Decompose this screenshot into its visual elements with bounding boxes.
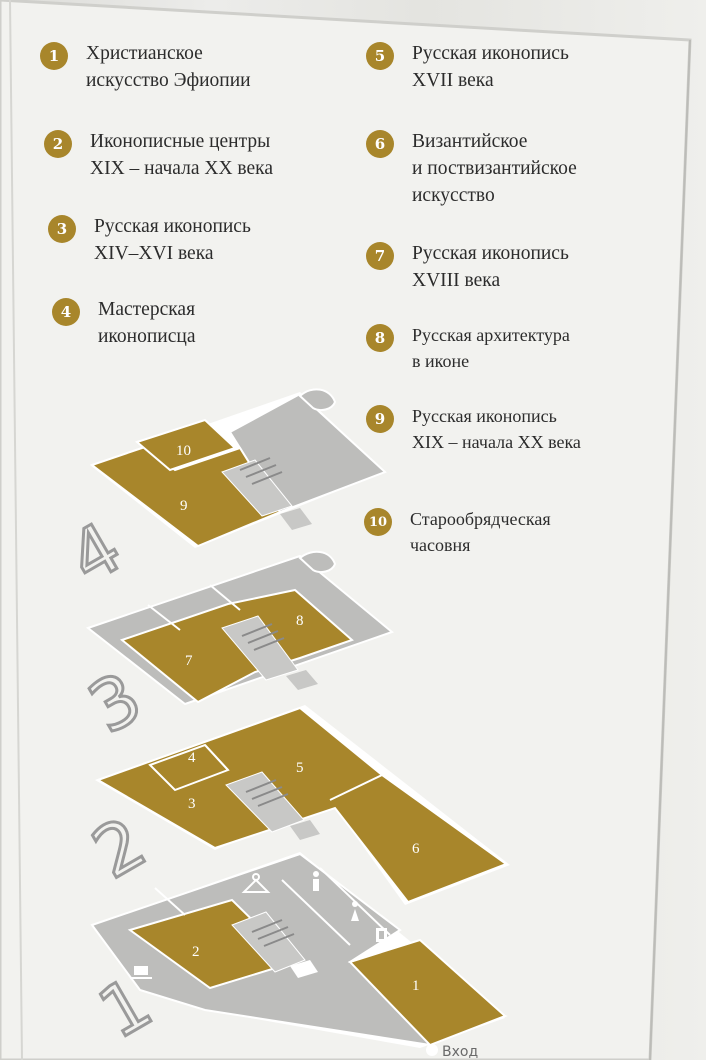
legend-item-9: 9 Русская иконопись XIX – начала XX века (366, 403, 581, 455)
room-number-5: 5 (296, 760, 304, 776)
legend-number-5: 5 (366, 42, 394, 70)
room-number-4: 4 (188, 750, 196, 766)
legend-label-5: Русская иконопись XVII века (412, 43, 569, 91)
legend-label-8: Русская архитектура в иконе (412, 325, 570, 371)
entrance-marker: Вход (426, 1044, 478, 1060)
floor-2: 4 5 3 6 2 (78, 705, 510, 905)
legend-item-7: 7 Русская иконопись XVIII века (366, 240, 569, 294)
legend-item-10: 10 Старообрядческая часовня (364, 506, 551, 558)
floor-label-2: 2 (80, 801, 160, 894)
legend-number-1: 1 (40, 42, 68, 70)
legend-number-2: 2 (44, 130, 72, 158)
floor-4: 10 9 4 (54, 388, 387, 601)
legend-label-4: Мастерская иконописца (98, 299, 196, 347)
room-number-7: 7 (185, 653, 193, 669)
room-number-6: 6 (412, 841, 420, 857)
room-number-10: 10 (176, 443, 191, 459)
legend-label-6: Византийское и поствизантийское искусств… (412, 131, 577, 206)
lift-icon (376, 928, 387, 942)
legend-item-2: 2 Иконописные центры XIX – начала XX век… (44, 128, 273, 182)
room-number-3: 3 (188, 796, 196, 812)
floor-label-4: 4 (56, 506, 136, 599)
room-number-2: 2 (192, 944, 200, 960)
legend-label-2: Иконописные центры XIX – начала XX века (90, 131, 273, 179)
legend-item-1: 1 Христианское искусство Эфиопии (40, 40, 251, 94)
legend-item-4: 4 Мастерская иконописца (52, 296, 195, 350)
legend-number-8: 8 (366, 324, 394, 352)
entrance-label: Вход (442, 1044, 478, 1060)
staircase-floor-2 (245, 779, 289, 807)
legend-number-10: 10 (364, 508, 392, 536)
legend-label-3: Русская иконопись XIV–XVI века (94, 216, 251, 264)
legend-number-6: 6 (366, 130, 394, 158)
staircase-floor-4 (239, 457, 283, 485)
legend-label-10: Старообрядческая часовня (410, 509, 551, 555)
cafe-icon (130, 966, 152, 979)
legend-number-3: 3 (48, 215, 76, 243)
legend-item-5: 5 Русская иконопись XVII века (366, 40, 569, 94)
legend-number-7: 7 (366, 242, 394, 270)
legend-item-8: 8 Русская архитектура в иконе (366, 322, 570, 374)
room-number-9: 9 (180, 498, 188, 514)
legend-label-9: Русская иконопись XIX – начала XX века (412, 406, 581, 452)
legend-label-7: Русская иконопись XVIII века (412, 243, 569, 291)
wardrobe-icon (241, 873, 271, 893)
room-number-1: 1 (412, 978, 420, 994)
legend-item-6: 6 Византийское и поствизантийское искусс… (366, 128, 577, 209)
legend-number-9: 9 (366, 405, 394, 433)
staircase-floor-1 (251, 919, 295, 947)
room-number-8: 8 (296, 613, 304, 629)
legend-item-3: 3 Русская иконопись XIV–XVI века (48, 213, 251, 267)
legend-number-4: 4 (52, 298, 80, 326)
staircase-floor-3 (241, 623, 285, 651)
legend-label-1: Христианское искусство Эфиопии (86, 43, 251, 91)
restroom-woman-icon (351, 901, 359, 921)
restroom-man-icon (313, 871, 319, 891)
